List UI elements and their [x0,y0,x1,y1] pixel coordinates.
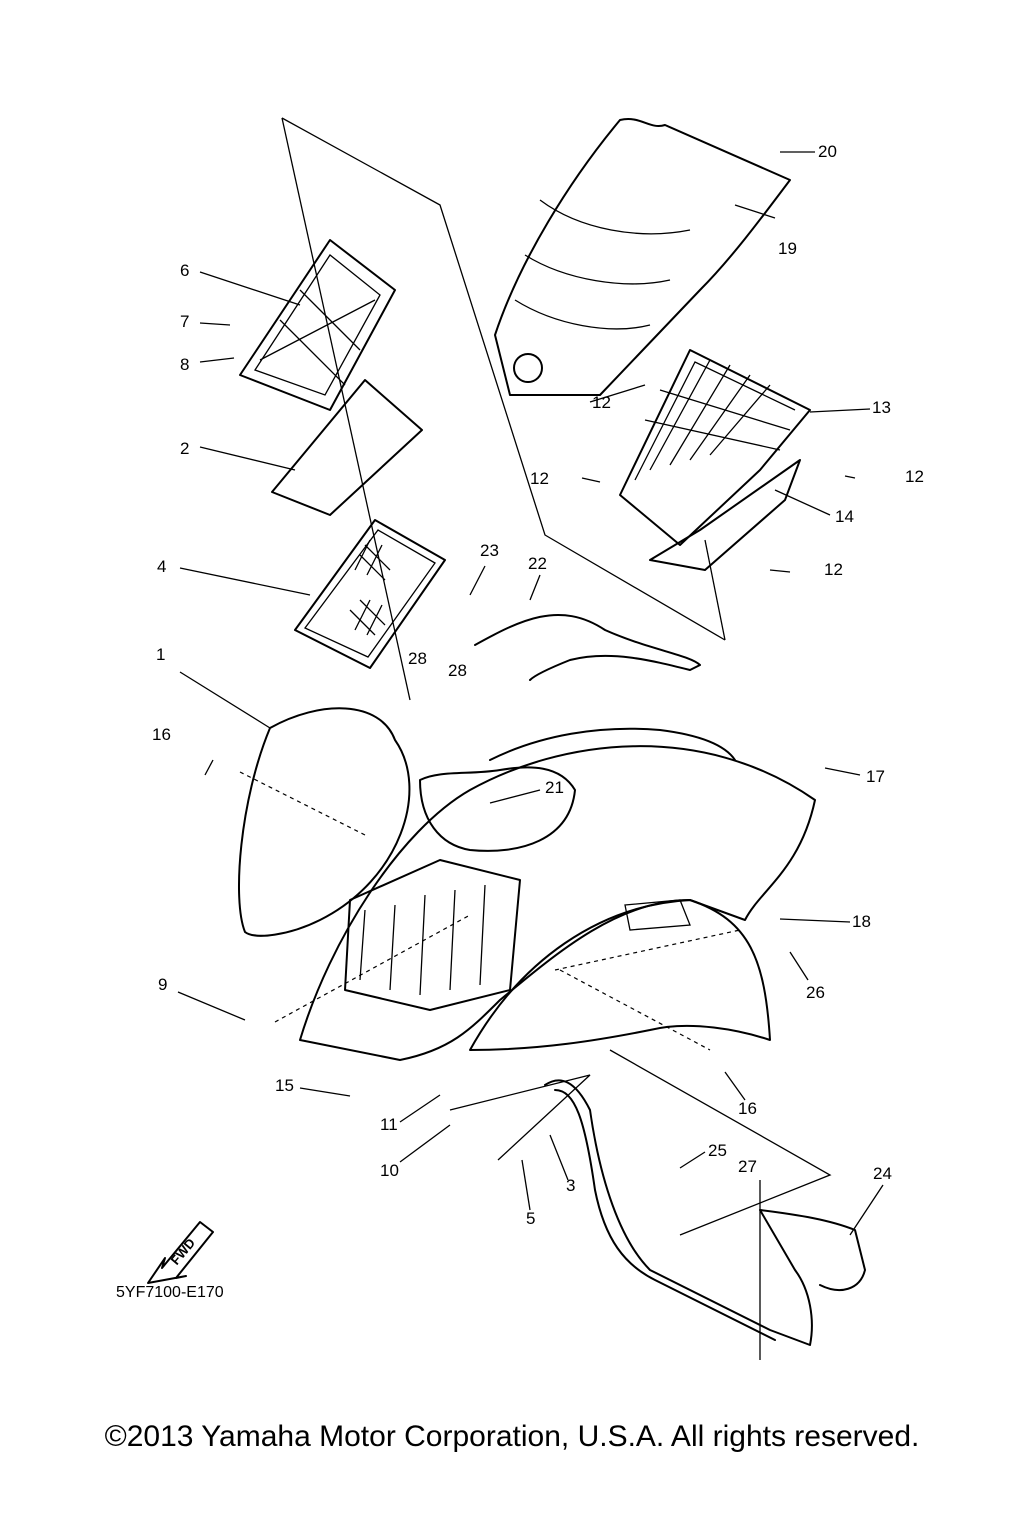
callout-10: 10 [380,1161,399,1180]
callout-21: 21 [545,778,564,797]
grille-part-13 [619,349,811,571]
copyright-notice: ©2013 Yamaha Motor Corporation, U.S.A. A… [104,1420,920,1453]
callout-22: 22 [528,554,547,573]
callout-16-b: 16 [738,1099,757,1118]
callout-25: 25 [708,1141,727,1160]
callout-12-c: 12 [905,467,924,486]
callout-20: 20 [818,142,837,161]
leader-lines [177,151,884,1360]
callout-12-b: 12 [530,469,549,488]
callout-7: 7 [180,312,190,331]
callout-12-d: 12 [824,560,843,579]
dashed-guides [239,771,741,1051]
callout-1: 1 [156,645,166,664]
callout-23: 23 [480,541,499,560]
callout-6: 6 [180,261,190,280]
callout-27: 27 [738,1157,757,1176]
callout-19: 19 [778,239,797,258]
front-fender-part [238,707,816,1061]
callout-17: 17 [866,767,885,786]
callout-9: 9 [158,975,168,994]
cover-part-6 [239,239,396,411]
filter-part-4 [294,519,446,669]
callout-18: 18 [852,912,871,931]
callout-13: 13 [872,398,891,417]
stay-part-22 [474,614,701,681]
diagram-code: 5YF7100-E170 [116,1284,224,1301]
callout-15: 15 [275,1076,294,1095]
guard-part-24 [544,1079,866,1346]
callout-24: 24 [873,1164,892,1183]
callout-12-a: 12 [592,393,611,412]
callout-3: 3 [566,1176,576,1195]
callout-2: 2 [180,439,190,458]
callout-28-a: 28 [408,649,427,668]
callout-16-a: 16 [152,725,171,744]
assembly-lines [281,117,832,1236]
callout-5: 5 [526,1209,536,1228]
callout-26: 26 [806,983,825,1002]
callout-8: 8 [180,355,190,374]
callout-28-b: 28 [448,661,467,680]
callout-14: 14 [835,507,854,526]
top-cover-part-19 [494,117,791,396]
callout-11: 11 [380,1115,398,1134]
fwd-arrow-icon [147,1221,214,1284]
gasket-part-2 [271,379,423,516]
callout-4: 4 [157,557,167,576]
